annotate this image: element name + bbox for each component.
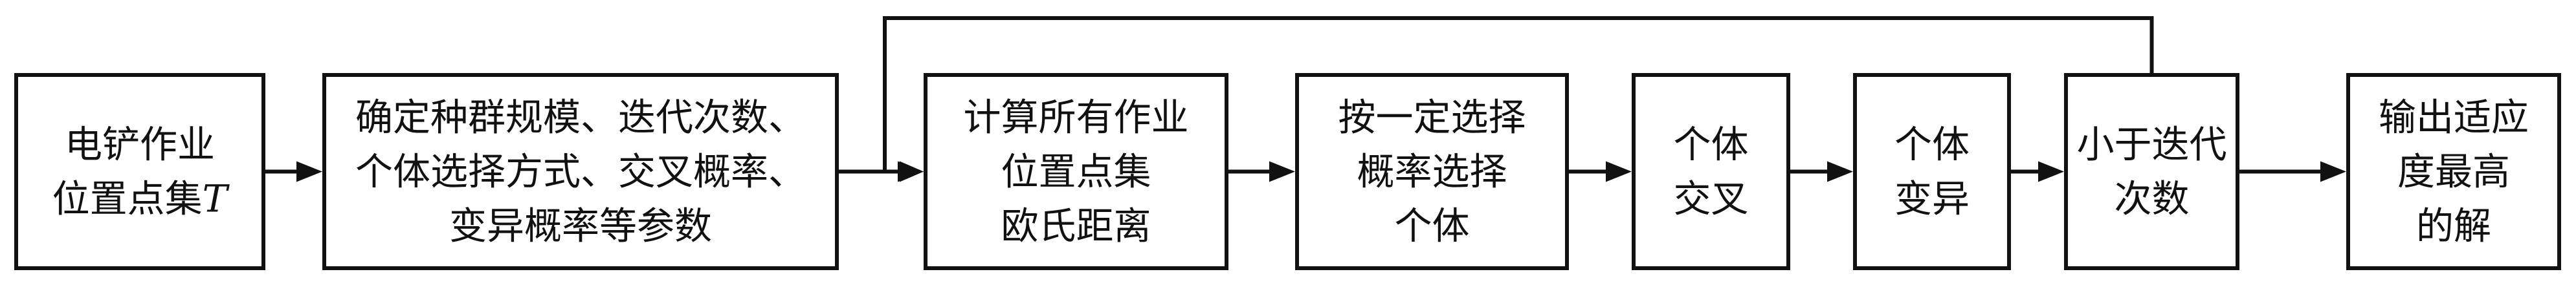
node-box-params (322, 73, 839, 270)
loop-edge-line (883, 16, 2154, 174)
edge-input-to-params (263, 161, 322, 182)
node-label-mutation-line-2: 变异 (1894, 177, 1970, 221)
node-label-segment: 次数 (2114, 177, 2189, 221)
node-label-distance-line-1: 计算所有作业 (963, 96, 1188, 140)
node-box-iter-check (2064, 73, 2239, 270)
node-label-segment: 欧氏距离 (1001, 204, 1151, 248)
node-label-params-line-3: 变异概率等参数 (449, 204, 712, 248)
node-label-mutation-line-1: 个体 (1894, 123, 1970, 167)
node-label-segment: 电铲作业 (65, 123, 215, 167)
edge-iter-check-to-output (2237, 161, 2346, 182)
node-label-segment: 个体选择方式、交叉概率、 (355, 150, 806, 194)
arrowhead (2320, 161, 2346, 182)
node-label-segment: 确定种群规模、迭代次数、 (355, 96, 806, 140)
arrowhead (2038, 161, 2064, 182)
node-label-segment: 变异 (1894, 177, 1970, 221)
node-label-params-line-2: 个体选择方式、交叉概率、 (355, 150, 806, 194)
node-label-input-line-2: 位置点集T (52, 177, 230, 221)
node-label-segment: 个体 (1673, 123, 1748, 167)
arrowhead (1606, 161, 1632, 182)
edges-layer (263, 16, 2346, 182)
node-label-iter-check-line-1: 小于迭代 (2076, 123, 2226, 167)
node-box-mutation (1853, 73, 2011, 270)
node-label-output-line-2: 度最高 (2397, 150, 2510, 194)
node-label-segment: 个体 (1894, 123, 1970, 167)
nodes-layer: 电铲作业位置点集T确定种群规模、迭代次数、个体选择方式、交叉概率、变异概率等参数… (14, 73, 2561, 270)
node-label-segment: 度最高 (2397, 150, 2510, 194)
node-label-distance-line-3: 欧氏距离 (1001, 204, 1151, 248)
node-label-iter-check-line-2: 次数 (2114, 177, 2189, 221)
arrowhead (1269, 161, 1295, 182)
node-label-output-line-1: 输出适应 (2379, 96, 2529, 140)
node-params: 确定种群规模、迭代次数、个体选择方式、交叉概率、变异概率等参数 (322, 73, 839, 270)
node-label-input-line-1: 电铲作业 (65, 123, 215, 167)
node-label-segment: 交叉 (1673, 177, 1748, 221)
edge-crossover-to-mutation (1788, 161, 1853, 182)
loop-arrowhead (900, 161, 924, 182)
arrowhead (1827, 161, 1853, 182)
node-label-segment: 按一定选择 (1338, 96, 1526, 140)
node-label-segment: 变异概率等参数 (449, 204, 712, 248)
node-label-segment: 位置点集 (52, 177, 203, 221)
node-label-select-line-1: 按一定选择 (1338, 96, 1526, 140)
node-label-segment: 概率选择 (1357, 150, 1507, 194)
node-box-select (1295, 73, 1569, 270)
node-label-select-line-3: 个体 (1394, 204, 1469, 248)
arrowhead (296, 161, 322, 182)
node-label-segment: 的解 (2416, 204, 2491, 248)
node-label-segment: 小于迭代 (2076, 123, 2226, 167)
node-label-segment: 位置点集 (1001, 150, 1151, 194)
node-label-crossover-line-1: 个体 (1673, 123, 1748, 167)
node-label-select-line-2: 概率选择 (1357, 150, 1507, 194)
node-label-segment: 输出适应 (2379, 96, 2529, 140)
node-label-params-line-1: 确定种群规模、迭代次数、 (355, 96, 806, 140)
edge-iter-check-to-distance (883, 16, 2154, 182)
node-label-distance-line-2: 位置点集 (1001, 150, 1151, 194)
node-box-input (14, 73, 265, 270)
edge-distance-to-select (1227, 161, 1295, 182)
node-label-segment: 个体 (1394, 204, 1469, 248)
edge-select-to-crossover (1567, 161, 1632, 182)
node-box-crossover (1632, 73, 1790, 270)
node-box-output (2346, 73, 2561, 270)
edge-mutation-to-iter-check (2009, 161, 2064, 182)
node-box-distance (924, 73, 1228, 270)
node-label-crossover-line-2: 交叉 (1673, 177, 1748, 221)
node-label-output-line-3: 的解 (2416, 204, 2491, 248)
node-label-segment: T (203, 177, 230, 221)
node-label-segment: 计算所有作业 (963, 96, 1188, 140)
